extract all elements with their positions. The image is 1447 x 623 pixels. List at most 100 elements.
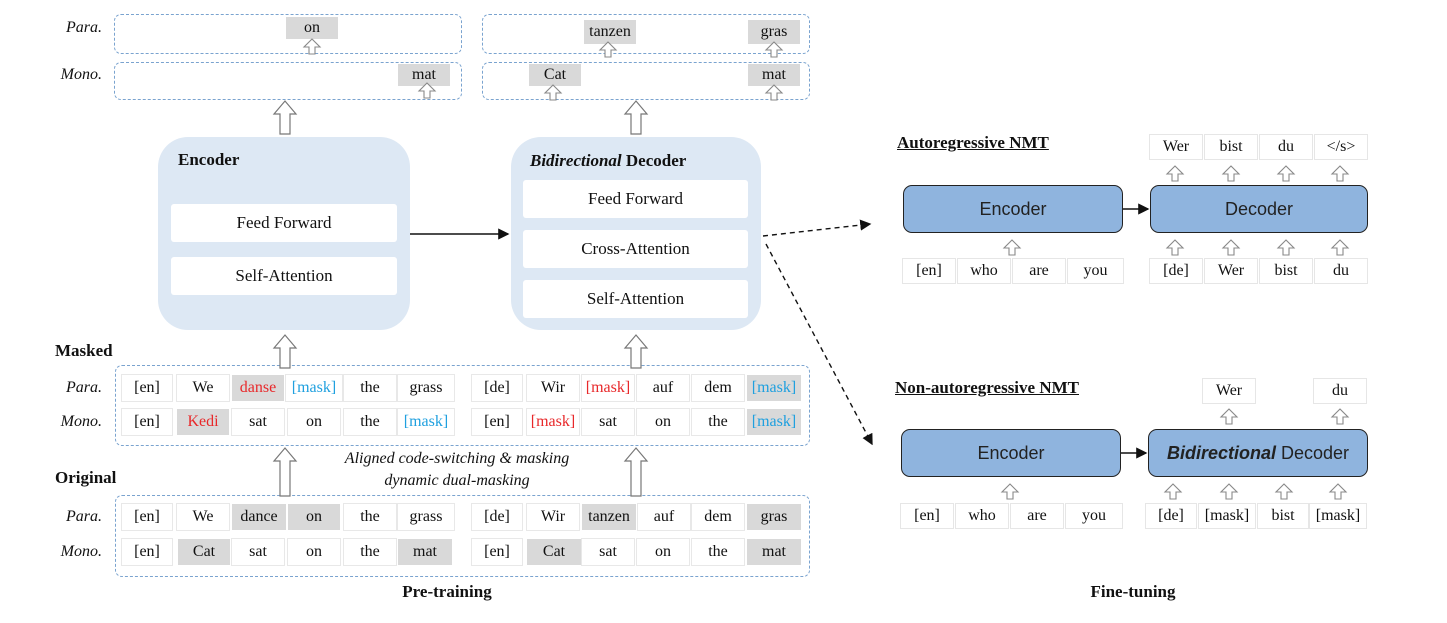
masked-mono-token: on [637, 409, 689, 435]
original-para-token: [de] [472, 504, 522, 530]
decoder-self-attention: Self-Attention [523, 280, 748, 318]
nar-decoder-rest: Decoder [1281, 443, 1350, 463]
small-up-arrow-icon [1331, 408, 1349, 425]
masked-label: Masked [55, 341, 113, 360]
original-para-token: dance [232, 504, 286, 530]
masked-para-token: the [344, 375, 396, 401]
enc-output-mono-box [114, 62, 462, 100]
enc-output-para-box [114, 14, 462, 54]
ar-source-token: who [958, 259, 1010, 283]
nar-source-token: who [956, 504, 1008, 528]
out-mono-label: Mono. [60, 66, 102, 83]
masked-para-token: [mask] [747, 375, 801, 401]
masked-para-token: We [177, 375, 229, 401]
decoder-title-rest: Decoder [625, 151, 687, 170]
small-up-arrow-icon [1331, 239, 1349, 256]
masked-mono-token: [mask] [747, 409, 801, 435]
nar-target-input-token: [mask] [1199, 504, 1255, 528]
dec-output-para-token: gras [748, 20, 800, 44]
masked-mono-token: [en] [122, 409, 172, 435]
masked-para-token: dem [692, 375, 744, 401]
dec-output-mono-token: Cat [529, 64, 581, 86]
ar-output-token: bist [1205, 135, 1257, 159]
small-up-arrow-icon [1331, 165, 1349, 182]
masked-mono-token: [mask] [527, 409, 579, 435]
masked-para-token: grass [398, 375, 454, 401]
dashed-arrow-to-nonautoregressive [765, 243, 873, 446]
masked-para-token: danse [232, 375, 284, 401]
nar-source-token: [en] [901, 504, 953, 528]
original-para-token: grass [398, 504, 454, 530]
out-para-label: Para. [66, 19, 102, 36]
original-para-token: [en] [122, 504, 172, 530]
finetuning-caption: Fine-tuning [1090, 582, 1176, 601]
masking-note-line2: dynamic dual-masking [384, 472, 530, 489]
small-up-arrow-icon [765, 41, 783, 58]
original-para-token: the [344, 504, 396, 530]
masked-para-token: [en] [122, 375, 172, 401]
masked-para-token: auf [637, 375, 689, 401]
nonautoregressive-title: Non-autoregressive NMT [895, 378, 1079, 397]
original-mono-token: on [288, 539, 340, 565]
masked-to-decoder-arrow-icon [624, 334, 648, 369]
original-para-label: Para. [66, 508, 102, 525]
original-para-token: Wir [527, 504, 579, 530]
ar-output-token: Wer [1150, 135, 1202, 159]
nar-output-token: Wer [1203, 379, 1255, 403]
decoder-cross-attention: Cross-Attention [523, 230, 748, 268]
nar-decoder-box: Bidirectional Decoder [1148, 429, 1368, 477]
small-up-arrow-icon [544, 84, 562, 101]
decoder-title: Bidirectional Decoder [530, 151, 686, 171]
nar-target-input-token: [de] [1146, 504, 1196, 528]
small-up-arrow-icon [1001, 483, 1019, 500]
small-up-arrow-icon [1222, 239, 1240, 256]
small-up-arrow-icon [1003, 239, 1021, 256]
original-mono-token: sat [582, 539, 634, 565]
masked-mono-token: Kedi [177, 409, 229, 435]
small-up-arrow-icon [1275, 483, 1293, 500]
small-up-arrow-icon [1166, 239, 1184, 256]
nar-decoder-italic: Bidirectional [1166, 443, 1276, 463]
small-up-arrow-icon [1220, 408, 1238, 425]
original-mono-token: Cat [527, 539, 581, 565]
ar-target-input-token: du [1315, 259, 1367, 283]
original-mono-token: on [637, 539, 689, 565]
small-up-arrow-icon [1329, 483, 1347, 500]
ar-target-input-token: Wer [1205, 259, 1257, 283]
original-para-token: on [288, 504, 340, 530]
small-up-arrow-icon [765, 84, 783, 101]
enc-output-mono-token: mat [398, 64, 450, 86]
nar-encoder-box: Encoder [901, 429, 1121, 477]
encoder-title: Encoder [178, 150, 240, 169]
nar-source-token: you [1066, 504, 1122, 528]
ar-target-input-token: bist [1260, 259, 1312, 283]
original-label: Original [55, 468, 117, 487]
encoder-feed-forward: Feed Forward [171, 204, 397, 242]
dec-output-para-token: tanzen [584, 20, 636, 44]
pretraining-caption: Pre-training [402, 582, 492, 601]
original-mono-token: Cat [178, 539, 230, 565]
dec-output-mono-token: mat [748, 64, 800, 86]
original-to-masked-arrow-icon [272, 447, 298, 497]
small-up-arrow-icon [418, 82, 436, 99]
original-mono-token: mat [747, 539, 801, 565]
masked-para-token: [mask] [286, 375, 342, 401]
nar-target-input-token: [mask] [1310, 504, 1366, 528]
masked-mono-label: Mono. [60, 413, 102, 430]
original-to-masked-arrow-icon [623, 447, 649, 497]
ar-output-token: du [1260, 135, 1312, 159]
original-para-token: dem [692, 504, 744, 530]
nar-target-input-token: bist [1258, 504, 1308, 528]
original-mono-token: the [344, 539, 396, 565]
original-para-token: tanzen [582, 504, 636, 530]
masked-mono-token: the [344, 409, 396, 435]
ar-encoder-box: Encoder [903, 185, 1123, 233]
small-up-arrow-icon [1166, 165, 1184, 182]
small-up-arrow-icon [1222, 165, 1240, 182]
ar-source-token: [en] [903, 259, 955, 283]
original-para-token: gras [747, 504, 801, 530]
ar-source-token: are [1013, 259, 1065, 283]
original-box [115, 495, 810, 577]
masked-mono-token: [mask] [398, 409, 454, 435]
original-para-token: auf [638, 504, 690, 530]
